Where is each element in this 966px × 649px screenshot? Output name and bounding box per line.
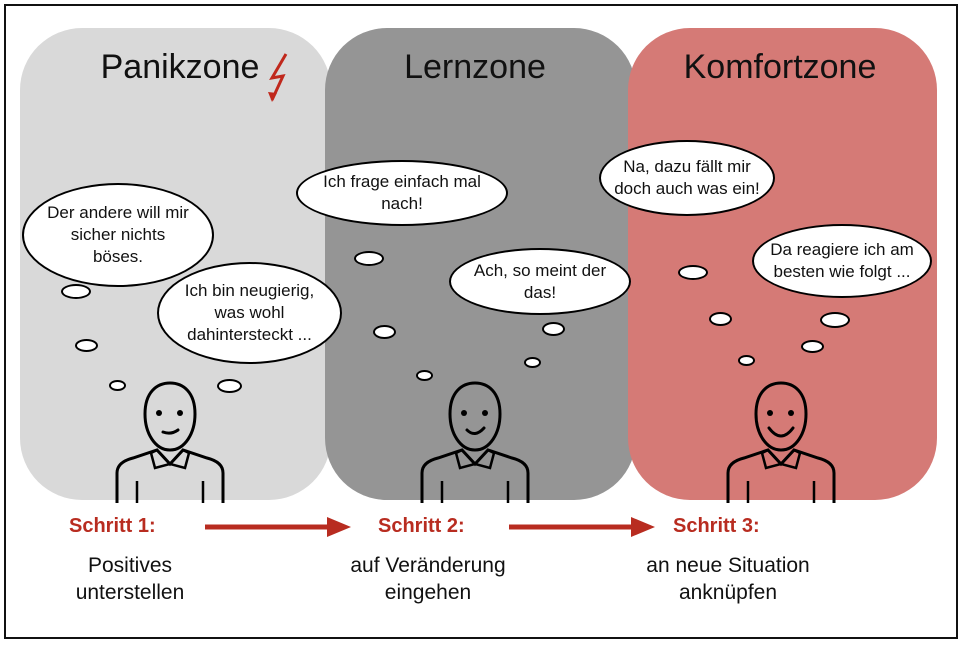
thought-dot [524,357,541,368]
thought-bubble: Na, dazu fällt mir doch auch was ein! [599,140,775,216]
thought-dot [738,355,755,366]
thought-dot [61,284,91,299]
thought-text: Der andere will mir sicher nichts böses. [47,203,189,266]
thought-dot [109,380,126,391]
thought-dot [678,265,708,280]
thought-dot [217,379,242,393]
thought-bubble: Ach, so meint der das! [449,248,631,315]
thought-text: Ich frage einfach mal nach! [323,172,481,213]
thought-dot [354,251,384,266]
step-3-description: an neue Situation anknüpfen [646,554,810,604]
thought-dot [75,339,98,352]
arrow-right-icon [509,517,655,537]
person-neutral-icon [115,381,225,503]
learning-zone-title: Lernzone [404,48,546,86]
thought-bubble: Der andere will mir sicher nichts böses. [22,183,214,287]
thought-bubble: Ich frage einfach mal nach! [296,160,508,226]
thought-text: Ich bin neugierig, was wohl dahinterstec… [184,281,315,344]
thought-text: Ach, so meint der das! [473,260,607,302]
person-smiling-icon [726,381,836,503]
step-1-description: Positives unterstellen [75,554,185,604]
thought-dot [542,322,565,336]
thought-dot [416,370,433,381]
step-3-label: Schritt 3: [673,515,760,537]
panic-zone-title: Panikzone [100,48,260,86]
step-2-description: auf Veränderung eingehen [350,554,506,604]
comfort-zone-title: Komfortzone [683,48,877,86]
thought-dot [801,340,824,353]
person-slight-smile-icon [420,381,530,503]
thought-bubble: Da reagiere ich am besten wie folgt ... [752,224,932,298]
thought-bubble: Ich bin neugierig, was wohl dahinterstec… [157,262,342,364]
diagram-frame [4,4,958,639]
lightning-icon [268,53,288,102]
step-2-label: Schritt 2: [378,515,465,537]
thought-text: Da reagiere ich am besten wie folgt ... [770,240,914,281]
step-1-label: Schritt 1: [69,515,156,537]
thought-dot [373,325,396,339]
arrow-right-icon [205,517,351,537]
thought-dot [820,312,850,328]
thought-dot [709,312,732,326]
thought-text: Na, dazu fällt mir doch auch was ein! [614,157,760,198]
